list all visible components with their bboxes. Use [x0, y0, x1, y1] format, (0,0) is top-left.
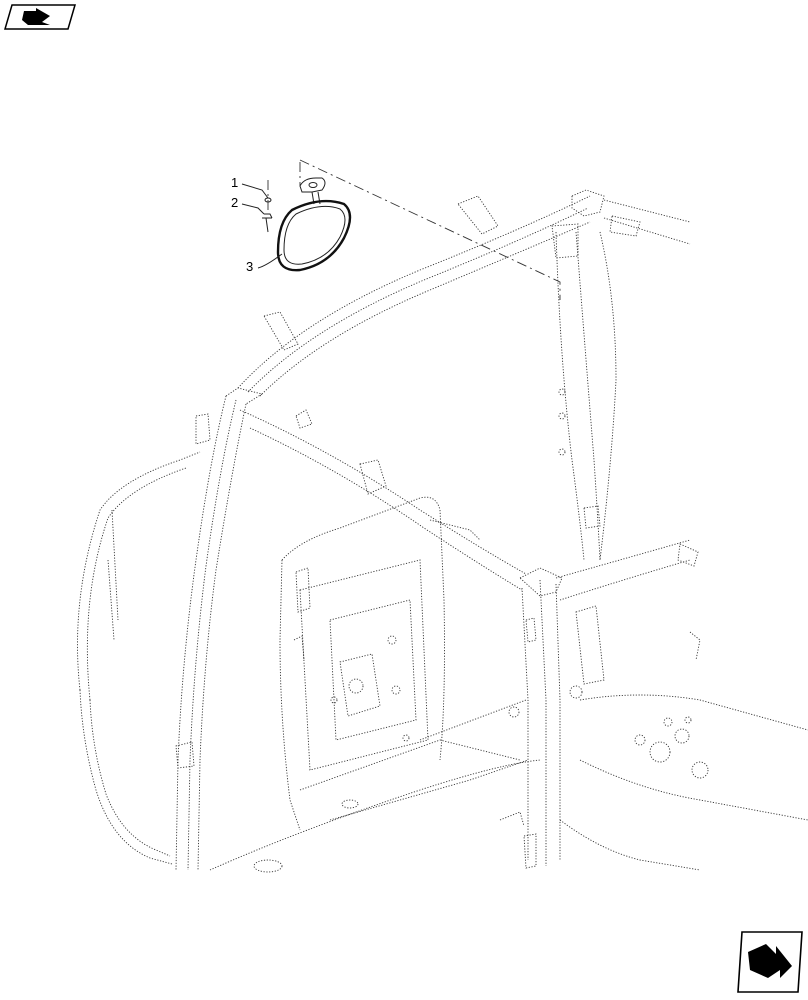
callout-1: 1 [231, 175, 239, 190]
next-page-arrow-icon [737, 931, 803, 993]
mirror-assembly [241, 159, 561, 300]
front-cross-beam [239, 409, 699, 601]
mirror-screw [262, 213, 273, 233]
roof-rail [237, 189, 691, 397]
previous-section-badge[interactable] [4, 4, 76, 30]
previous-section-arrow-icon [4, 4, 76, 30]
cab-interior [209, 496, 808, 873]
mount-projection-line [299, 159, 561, 300]
left-pillar [175, 387, 264, 871]
next-page-button[interactable] [736, 930, 804, 994]
callout-2: 2 [231, 195, 239, 210]
mirror-head [276, 199, 352, 272]
right-front-post [519, 567, 605, 869]
callout-3: 3 [246, 259, 254, 274]
mirror-mount-bracket [299, 177, 326, 193]
rear-pillar [551, 223, 617, 561]
side-window-frame [77, 451, 201, 865]
